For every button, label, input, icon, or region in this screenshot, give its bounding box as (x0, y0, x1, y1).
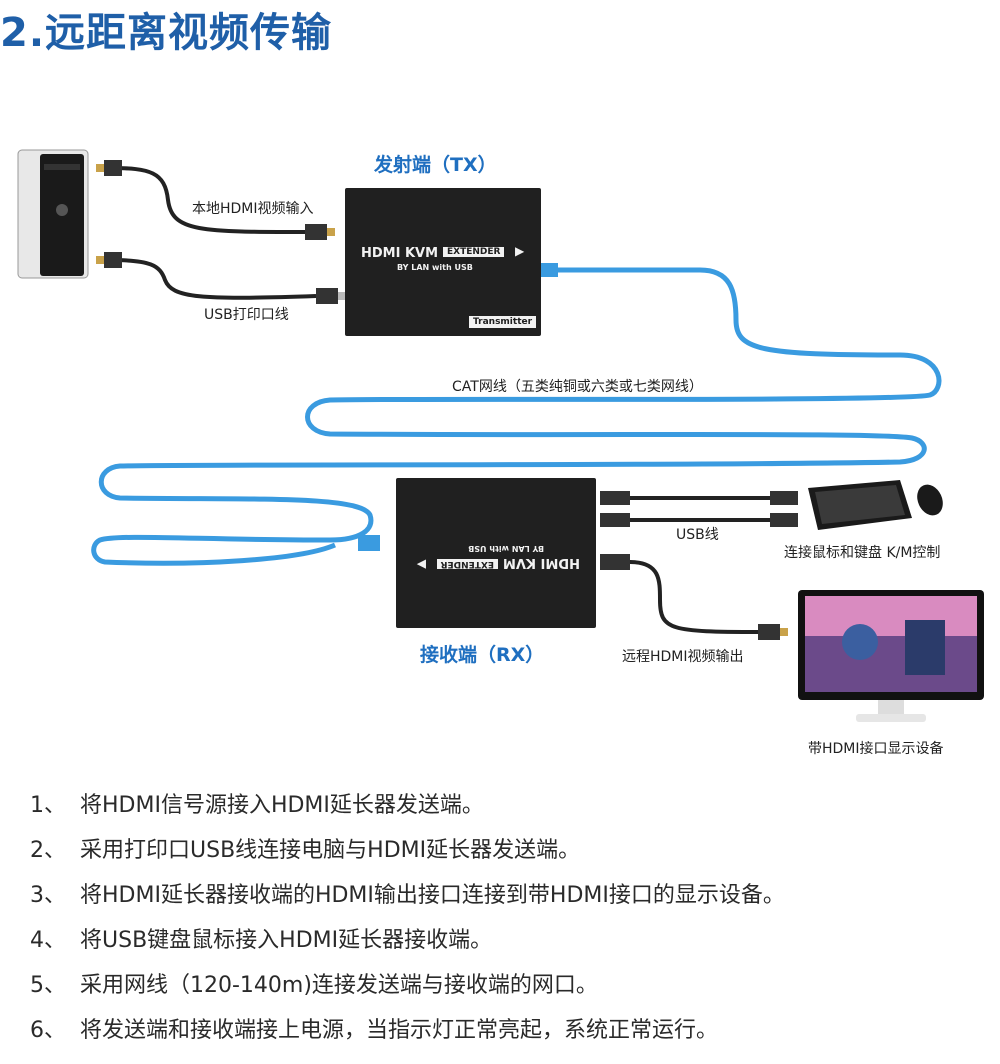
hdmi-output-label: 远程HDMI视频输出 (622, 649, 744, 665)
hdmi-input-label: 本地HDMI视频输入 (192, 201, 314, 217)
tx-heading: 发射端（TX） (374, 154, 497, 176)
step-number: 5、 (30, 973, 66, 998)
display-label: 带HDMI接口显示设备 (808, 741, 944, 757)
rx-heading: 接收端（RX） (420, 644, 545, 666)
rx-sub: BY LAN with USB (468, 544, 544, 553)
km-label: 连接鼠标和键盘 K/M控制 (784, 545, 941, 561)
keyboard-icon (808, 480, 912, 530)
hdmi-output-cable (629, 560, 761, 634)
list-item: 3、将HDMI延长器接收端的HDMI输出接口连接到带HDMI接口的显示设备。 (30, 878, 990, 923)
step-number: 3、 (30, 883, 66, 908)
tx-sub: BY LAN with USB (397, 263, 473, 272)
list-item: 1、将HDMI信号源接入HDMI延长器发送端。 (30, 788, 990, 833)
step-text: 采用打印口USB线连接电脑与HDMI延长器发送端。 (80, 838, 581, 863)
rj45-plug-icon (538, 263, 558, 277)
usb-line-label: USB线 (676, 527, 719, 543)
cat-network-cable (91, 267, 942, 566)
connection-diagram: HDMI KVM EXTENDER ▶ BY LAN with USB Tran… (0, 120, 1000, 770)
list-item: 6、将发送端和接收端接上电源，当指示灯正常亮起，系统正常运行。 (30, 1013, 990, 1058)
rx-device: HDMI KVM EXTENDER ▶ BY LAN with USB (396, 478, 596, 628)
rx-brand-badge: EXTENDER (436, 559, 498, 569)
step-number: 1、 (30, 793, 66, 818)
tx-brand: HDMI KVM (361, 246, 439, 261)
cat-cable-label: CAT网线（五类纯铜或六类或七类网线） (452, 379, 703, 395)
hdmi-input-cable (109, 166, 311, 234)
usb-print-cable (109, 258, 317, 300)
step-number: 2、 (30, 838, 66, 863)
page-title: 2.远距离视频传输 (0, 10, 333, 56)
step-text: 将HDMI延长器接收端的HDMI输出接口连接到带HDMI接口的显示设备。 (80, 883, 785, 908)
tx-device: HDMI KVM EXTENDER ▶ BY LAN with USB Tran… (345, 188, 541, 336)
step-number: 6、 (30, 1018, 66, 1043)
arrow-right-icon: ▶ (515, 244, 525, 258)
mouse-icon (917, 484, 943, 516)
step-text: 将发送端和接收端接上电源，当指示灯正常亮起，系统正常运行。 (80, 1018, 719, 1043)
step-number: 4、 (30, 928, 66, 953)
step-text: 将HDMI信号源接入HDMI延长器发送端。 (80, 793, 484, 818)
tx-brand-badge: EXTENDER (443, 247, 505, 257)
step-text: 采用网线（120-140m)连接发送端与接收端的网口。 (80, 973, 598, 998)
hdmi-plug-icon (104, 160, 122, 176)
list-item: 5、采用网线（120-140m)连接发送端与接收端的网口。 (30, 968, 990, 1013)
diagram-svg (17, 149, 984, 722)
usb-print-label: USB打印口线 (204, 307, 289, 323)
tx-tag: Transmitter (469, 316, 537, 328)
steps-list: 1、将HDMI信号源接入HDMI延长器发送端。 2、采用打印口USB线连接电脑与… (30, 788, 990, 1058)
list-item: 2、采用打印口USB线连接电脑与HDMI延长器发送端。 (30, 833, 990, 878)
rx-brand: HDMI KVM (502, 555, 580, 570)
list-item: 4、将USB键盘鼠标接入HDMI延长器接收端。 (30, 923, 990, 968)
monitor-icon (798, 590, 984, 722)
rj45-plug-icon (358, 535, 380, 551)
pc-tower-icon (17, 149, 89, 279)
arrow-right-icon: ▶ (416, 558, 426, 572)
step-text: 将USB键盘鼠标接入HDMI延长器接收端。 (80, 928, 493, 953)
